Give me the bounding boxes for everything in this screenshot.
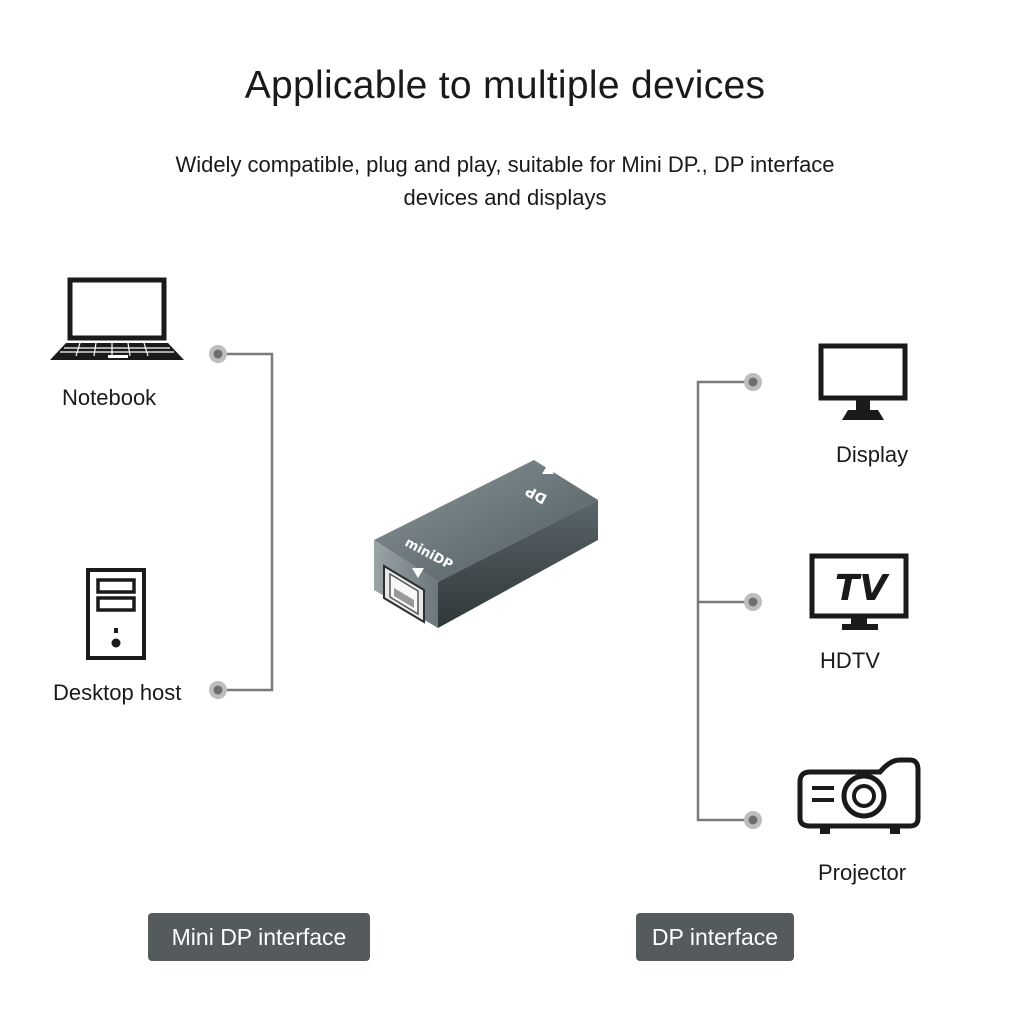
laptop-icon bbox=[50, 277, 184, 360]
adapter-device: miniDP DP bbox=[374, 460, 598, 628]
page-subtitle: Widely compatible, plug and play, suitab… bbox=[175, 152, 835, 210]
desktop-host-label: Desktop host bbox=[53, 680, 182, 705]
monitor-icon bbox=[818, 343, 908, 420]
tv-icon: TV bbox=[809, 553, 909, 630]
display-label: Display bbox=[836, 442, 909, 467]
notebook-label: Notebook bbox=[62, 385, 157, 410]
projector-icon bbox=[797, 757, 921, 834]
hdtv-label: HDTV bbox=[820, 648, 880, 673]
projector-label: Projector bbox=[818, 860, 907, 885]
page-title: Applicable to multiple devices bbox=[244, 64, 766, 107]
right-connector-lines bbox=[696, 380, 752, 822]
desktop-tower-icon bbox=[86, 568, 146, 660]
tv-icon-text: TV bbox=[835, 568, 891, 609]
left-connector-lines bbox=[220, 352, 274, 692]
dp-interface-badge: DP interface bbox=[636, 913, 794, 961]
mini-dp-interface-badge: Mini DP interface bbox=[148, 913, 370, 961]
